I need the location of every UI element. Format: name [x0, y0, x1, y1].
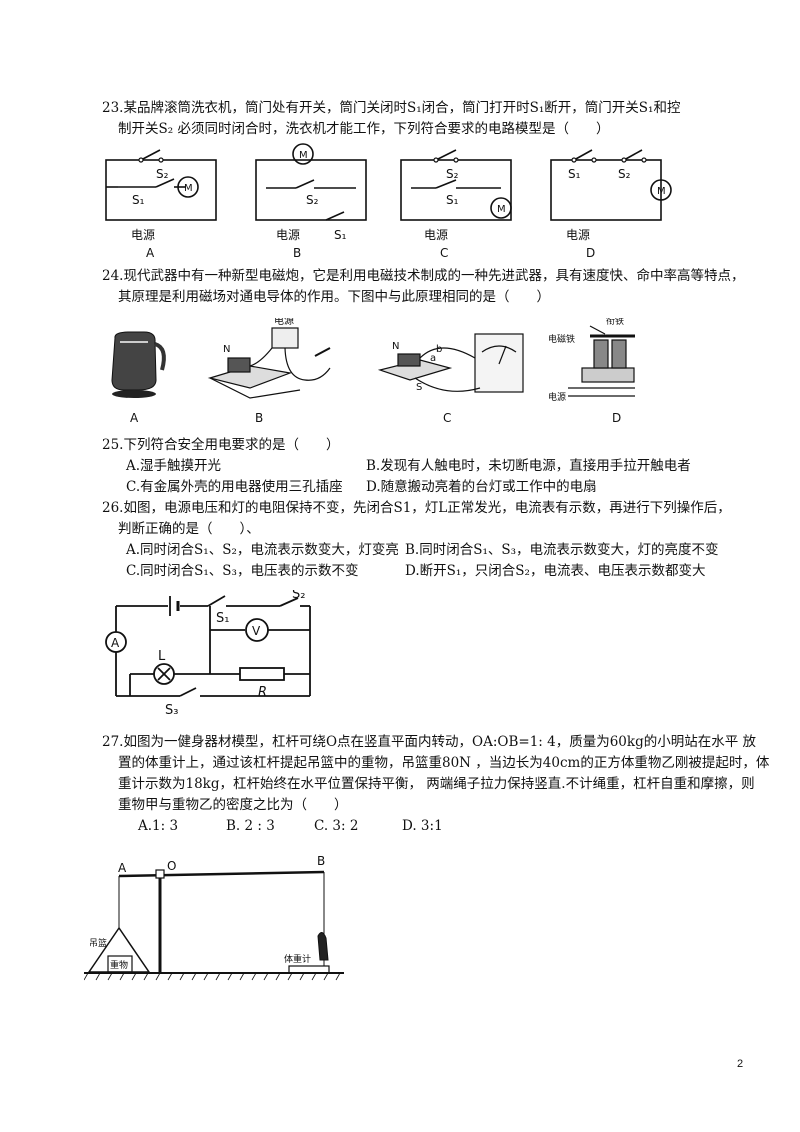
q23-b-s2: S₂: [306, 193, 319, 207]
q27-label-b: B: [317, 854, 325, 868]
q23-d-s1: S₁: [568, 167, 581, 181]
q27-scale: [288, 965, 330, 974]
q23-c-source: 电源: [424, 228, 448, 242]
q23-b-letter: B: [293, 246, 301, 260]
q23-d-m: M: [657, 186, 666, 197]
q24-stem-line2: 其原理是利用磁场对通电导体的作用。下图中与此原理相同的是（ ）: [118, 289, 550, 305]
q24-pictures: A 电源 N B: [100, 318, 660, 430]
q24-d-armature: 衔铁: [606, 318, 624, 327]
q27-stem-line3: 重计示数为18kg，杠杆始终在水平位置保持平衡， 两端绳子拉力保持竖直.不计绳重…: [118, 776, 755, 792]
q24-c-letter: C: [443, 411, 451, 425]
q26-option-a: A.同时闭合S₁、S₂，电流表示数变大，灯变亮: [126, 542, 399, 558]
q27-label-scale: 体重计: [284, 953, 311, 965]
q26-s1-label: S₁: [216, 611, 229, 626]
q27-label-weight: 重物: [110, 959, 128, 971]
q26-option-b: B.同时闭合S₁、S₃，电流表示数变大，灯的亮度不变: [405, 542, 719, 558]
q24-c-apparatus: [377, 333, 524, 393]
q23-a-s1: S₁: [132, 193, 145, 207]
q27-option-a: A.1: 3: [138, 818, 179, 834]
q23-d-s2: S₂: [618, 167, 631, 181]
q24-d-apparatus: [568, 325, 635, 397]
q27-lever-figure: A O B 吊篮 重物 体重计: [84, 848, 354, 988]
q23-c-s1: S₁: [446, 193, 459, 207]
q26-option-c: C.同时闭合S₁、S₃，电压表的示数不变: [126, 563, 359, 579]
page-number: 2: [737, 1058, 744, 1070]
q24-c-a: a: [430, 353, 436, 364]
q23-d-source: 电源: [566, 228, 590, 242]
q23-d-letter: D: [586, 246, 595, 260]
q27-stem-line1: 27.如图为一健身器材模型，杠杆可绕O点在竖直平面内转动，OA:OB=1: 4，…: [102, 734, 757, 750]
q27-option-c: C. 3: 2: [314, 818, 359, 834]
q26-lamp-label: L: [158, 649, 166, 664]
q27-label-a: A: [118, 861, 127, 875]
q26-s3-label: S₃: [165, 703, 178, 718]
q24-c-s: S: [416, 382, 422, 393]
q26-circuit: A V S₁ S₂ S₃ L R: [100, 590, 340, 720]
q23-b-source: 电源: [276, 228, 300, 242]
q26-voltmeter-label: V: [252, 624, 261, 638]
q27-label-basket: 吊篮: [89, 937, 107, 949]
q23-stem-line2: 制开关S₂ 必须同时闭合时，洗衣机才能工作，下列符合要求的电路模型是（ ）: [118, 121, 610, 137]
q23-b-m: M: [299, 150, 308, 161]
q24-b-n: N: [223, 344, 230, 355]
q24-a-kettle: [111, 331, 166, 398]
q23-c-s2: S₂: [446, 167, 459, 181]
q23-a-m: M: [184, 183, 193, 194]
q26-stem-line2: 判断正确的是（ ）、: [118, 521, 260, 537]
q27-option-d: D. 3:1: [402, 818, 443, 834]
q24-b-apparatus: [207, 327, 331, 399]
q26-s2-label: S₂: [292, 590, 305, 602]
q24-d-source: 电源: [548, 391, 566, 403]
q26-resistor-label: R: [258, 685, 267, 700]
q23-a-letter: A: [146, 246, 155, 260]
q23-c-m: M: [497, 204, 506, 215]
q25-option-b: B.发现有人触电时，未切断电源，直接用手拉开触电者: [366, 458, 691, 474]
q23-a-s2: S₂: [156, 167, 169, 181]
q27-option-b: B. 2 : 3: [226, 818, 275, 834]
q24-a-letter: A: [130, 411, 139, 425]
q25-option-a: A.湿手触摸开光: [126, 458, 222, 474]
q26-resistor: [239, 667, 285, 681]
q26-option-d: D.断开S₁，只闭合S₂，电流表、电压表示数都变大: [405, 563, 706, 579]
q24-d-magnet: 电磁铁: [548, 333, 575, 345]
q27-lever: [118, 870, 325, 878]
q23-circuit-options: S₂ S₁ M 电源 A M S₂ 电源 S₁ B S₂ S₁ M 电源 C S…: [96, 140, 696, 260]
q24-stem-line1: 24.现代武器中有一种新型电磁炮，它是利用电磁技术制成的一种先进武器，具有速度快…: [102, 268, 745, 284]
q27-stem-line4: 重物甲与重物乙的密度之比为（ ）: [118, 797, 348, 813]
q24-b-letter: B: [255, 411, 263, 425]
q23-a-motor: [177, 176, 199, 198]
q24-c-b: b: [436, 344, 442, 355]
q23-b-s1: S₁: [334, 228, 347, 242]
q27-label-o: O: [167, 859, 176, 873]
q27-stem-line2: 置的体重计上，通过该杠杆提起吊篮中的重物，吊篮重80N ，当边长为40cm的正方…: [118, 755, 770, 771]
q25-option-c: C.有金属外壳的用电器使用三孔插座: [126, 479, 343, 495]
q24-b-source: 电源: [274, 318, 294, 327]
q24-c-n: N: [392, 341, 399, 352]
q25-option-d: D.随意搬动亮着的台灯或工作中的电扇: [366, 479, 597, 495]
q23-stem-line1: 23.某品牌滚筒洗衣机，筒门处有开关，筒门关闭时S₁闭合，筒门打开时S₁断开，筒…: [102, 100, 681, 116]
q24-d-letter: D: [612, 411, 621, 425]
q26-stem-line1: 26.如图，电源电压和灯的电阻保持不变，先闭合S1，灯L正常发光，电流表有示数，…: [102, 500, 731, 516]
q26-ammeter-label: A: [111, 636, 120, 650]
q23-c-letter: C: [440, 246, 448, 260]
q23-a-source: 电源: [131, 228, 155, 242]
q25-stem: 25.下列符合安全用电要求的是（ ）: [102, 437, 340, 453]
